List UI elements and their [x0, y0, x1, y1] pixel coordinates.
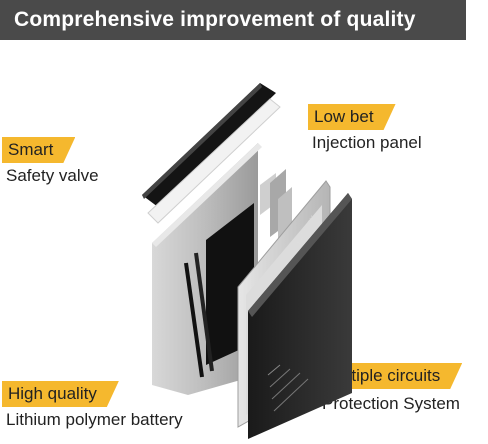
- feature-badge-injection: Low bet: [308, 104, 396, 130]
- top-cap-black: [142, 83, 276, 207]
- feature-desc-battery: Lithium polymer battery: [6, 410, 183, 429]
- battery-leads: [184, 252, 214, 378]
- feature-desc-protection: Protection System: [322, 394, 460, 413]
- page-title-banner: Comprehensive improvement of quality: [0, 0, 466, 40]
- battery-exploded-illustration: BATTERY: [142, 83, 352, 439]
- page-title: Comprehensive improvement of quality: [14, 8, 416, 31]
- front-battery-cell: BATTERY: [248, 193, 352, 439]
- feature-desc-injection: Injection panel: [312, 133, 422, 152]
- top-cap-white: [147, 98, 281, 224]
- feature-badge-safety: Smart: [2, 137, 75, 163]
- feature-desc-safety: Safety valve: [6, 166, 99, 185]
- feature-badge-battery: High quality: [2, 381, 119, 407]
